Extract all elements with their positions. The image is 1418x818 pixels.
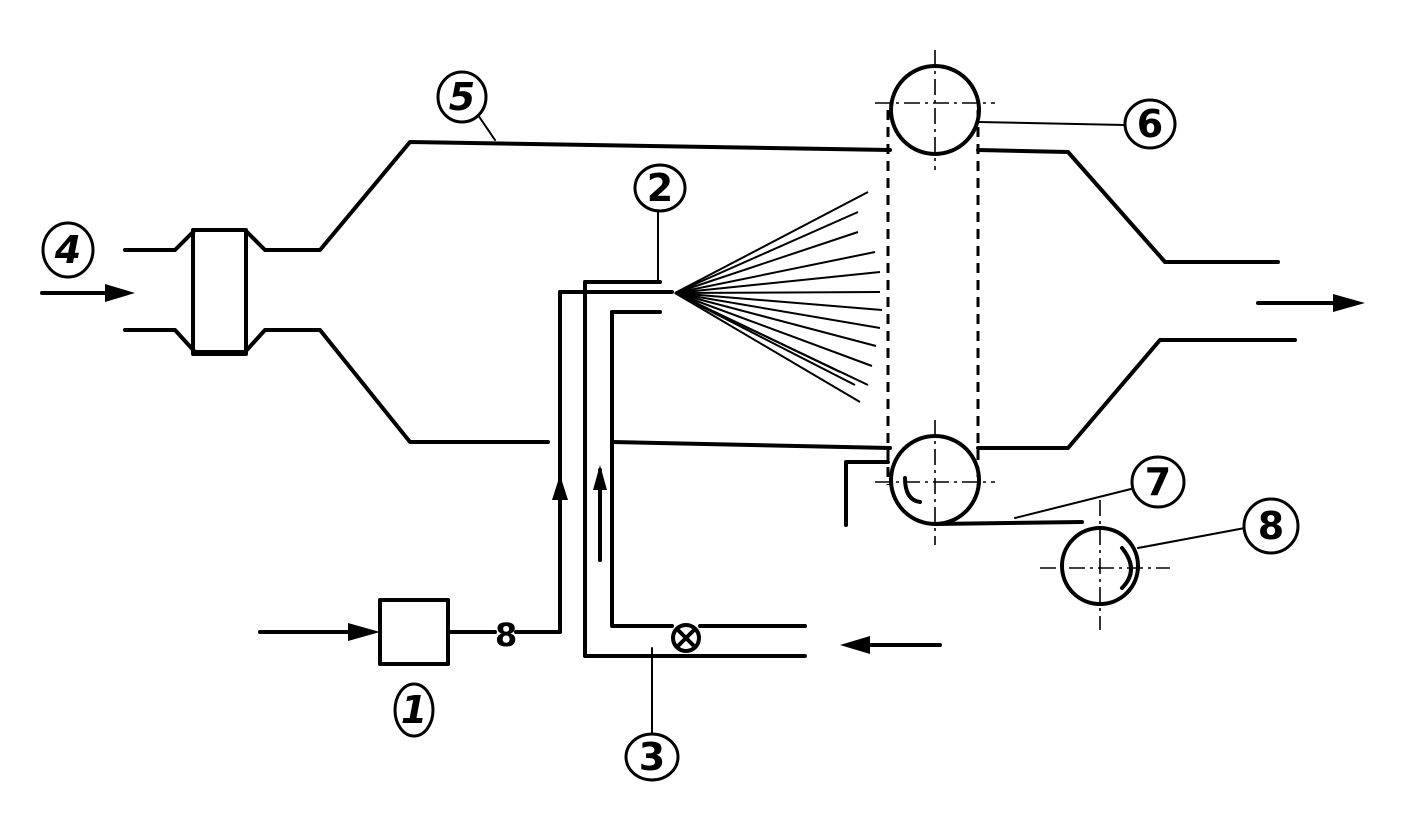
svg-text:7: 7 bbox=[1145, 460, 1171, 504]
svg-text:1: 1 bbox=[401, 688, 427, 732]
svg-text:4: 4 bbox=[54, 228, 81, 272]
gas-outlet-arrow bbox=[1256, 294, 1365, 312]
feed-valve-mark: 8 bbox=[495, 616, 517, 654]
take-up-line bbox=[933, 520, 1084, 526]
inlet-filter-box bbox=[191, 228, 248, 356]
svg-text:5: 5 bbox=[449, 75, 475, 119]
label-6: 6 bbox=[1123, 98, 1177, 150]
label-8: 8 bbox=[1242, 497, 1300, 555]
leader-6 bbox=[977, 121, 1126, 126]
main-duct bbox=[123, 140, 892, 450]
outlet-duct bbox=[976, 148, 1297, 450]
leader-8 bbox=[1137, 527, 1246, 549]
svg-text:6: 6 bbox=[1137, 102, 1163, 146]
svg-text:8: 8 bbox=[1258, 504, 1284, 548]
leader-7 bbox=[1014, 487, 1136, 519]
label-1: 1 bbox=[393, 682, 435, 738]
svg-text:3: 3 bbox=[639, 735, 665, 779]
air-valve bbox=[671, 623, 701, 653]
air-inlet-arrow bbox=[840, 636, 942, 654]
top-roll bbox=[875, 50, 995, 170]
feed-inlet-arrow bbox=[258, 623, 380, 641]
feed-line bbox=[446, 290, 568, 634]
gas-inlet-arrow bbox=[40, 284, 135, 302]
label-4: 4 bbox=[41, 221, 95, 279]
label-2: 2 bbox=[633, 163, 687, 213]
collector-roll bbox=[1040, 500, 1170, 630]
label-5: 5 bbox=[436, 70, 488, 124]
belt-filter bbox=[886, 110, 980, 485]
svg-text:2: 2 bbox=[647, 166, 673, 210]
scraper-bracket bbox=[844, 460, 890, 527]
spray-nozzle bbox=[558, 280, 674, 314]
spray-cone bbox=[674, 191, 883, 403]
label-3: 3 bbox=[624, 732, 680, 782]
leader-5 bbox=[477, 114, 496, 141]
air-line bbox=[583, 280, 807, 658]
label-7: 7 bbox=[1130, 455, 1186, 509]
metering-pump bbox=[378, 598, 450, 666]
